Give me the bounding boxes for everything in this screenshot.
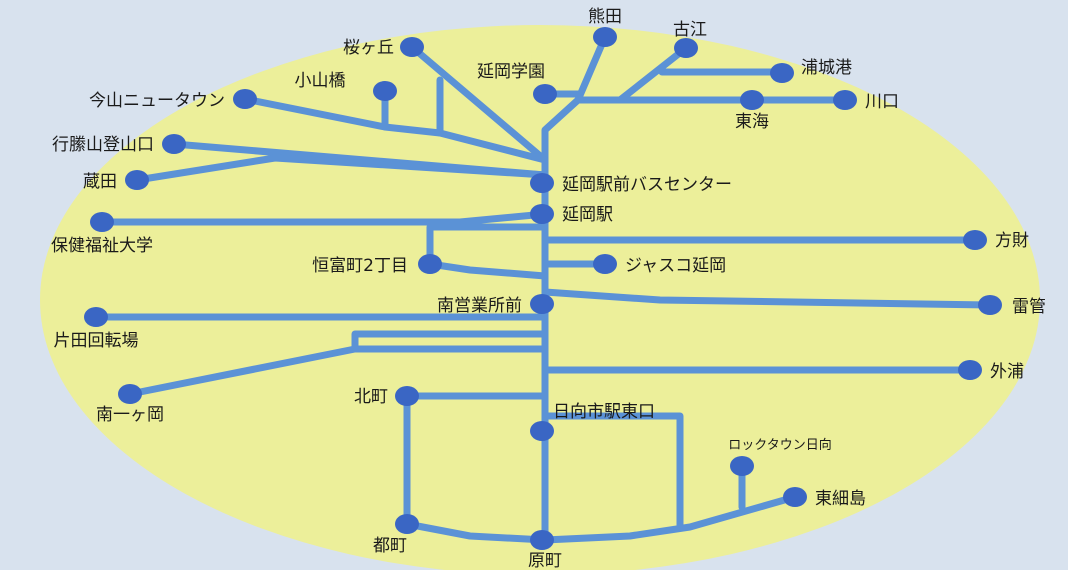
stop-furue[interactable] <box>674 38 698 58</box>
stop-nobeokagakuen[interactable] <box>533 84 557 104</box>
label-kurata: 蔵田 <box>83 172 117 192</box>
route-stops <box>84 27 1002 550</box>
route-tomimachi-south <box>426 260 549 280</box>
label-sotoura: 外浦 <box>990 362 1024 382</box>
label-rock-town-hyuuga: ロックタウン日向 <box>728 437 831 453</box>
label-houzai: 方財 <box>995 231 1029 251</box>
label-kawaguchi: 川口 <box>865 92 899 112</box>
stop-rock-town-hyuuga[interactable] <box>730 456 754 476</box>
stop-sakuragaoka[interactable] <box>400 37 424 57</box>
route-hoken <box>98 210 549 226</box>
label-urashirominato: 浦城港 <box>801 58 852 78</box>
route-kurata <box>133 154 549 184</box>
stop-nobeoka-station[interactable] <box>530 204 554 224</box>
stop-miyakomachi[interactable] <box>395 514 419 534</box>
route-sakuragaoka <box>408 43 549 164</box>
route-loop-west <box>351 330 549 353</box>
stop-jusco-nobeoka[interactable] <box>593 254 617 274</box>
label-toukai: 東海 <box>735 112 769 132</box>
label-nobeokagakuen: 延岡学園 <box>477 62 545 82</box>
label-imayama-newtown: 今山ニュータウン <box>89 91 225 111</box>
stop-bus-center[interactable] <box>530 173 554 193</box>
label-gyoutouzan-tozanguchi: 行縢山登山口 <box>52 135 154 155</box>
route-kumada <box>574 33 609 104</box>
label-koyamabashi: 小山橋 <box>295 71 346 91</box>
label-minami-eigyousho-mae: 南営業所前 <box>437 296 522 316</box>
stop-kitamachi[interactable] <box>395 386 419 406</box>
route-minami-ichigaoka <box>126 345 359 398</box>
label-sakuragaoka: 桜ヶ丘 <box>343 38 394 58</box>
stop-labels: 熊田 古江 桜ヶ丘 浦城港 小山橋 延岡学園 今山ニュータウン 川口 東海 行縢… <box>51 7 1046 570</box>
route-south-arc <box>403 493 799 544</box>
label-nobeoka-station: 延岡駅 <box>562 205 613 225</box>
stop-houzai[interactable] <box>963 230 987 250</box>
stop-haramachi[interactable] <box>530 530 554 550</box>
stop-kurata[interactable] <box>125 170 149 190</box>
label-katada-kaitenba: 片田回転場 <box>54 331 139 351</box>
stop-kumada[interactable] <box>593 27 617 47</box>
stop-koyamabashi[interactable] <box>373 81 397 101</box>
stop-tomimachi-2chome[interactable] <box>418 254 442 274</box>
stop-higashi-hosojima[interactable] <box>783 487 807 507</box>
label-kumada: 熊田 <box>588 7 622 27</box>
stop-imayama-newtown[interactable] <box>233 89 257 109</box>
label-bus-center: 延岡駅前バスセンター <box>562 175 732 195</box>
stop-toukai[interactable] <box>740 90 764 110</box>
label-higashi-hosojima: 東細島 <box>815 489 866 509</box>
route-imayama <box>241 95 549 164</box>
route-higashiguchi-loop <box>541 412 684 529</box>
label-hyuugashi-eki-higashiguchi: 日向市駅東口 <box>553 402 655 422</box>
label-furue: 古江 <box>673 20 707 40</box>
label-minami-ichigaoka: 南一ヶ岡 <box>96 405 164 425</box>
route-ikazuchi <box>541 288 994 309</box>
label-miyakomachi: 都町 <box>373 536 407 556</box>
stop-gyoutouzan-tozanguchi[interactable] <box>162 134 186 154</box>
stop-minami-ichigaoka[interactable] <box>118 384 142 404</box>
label-tomimachi-2chome: 恒富町2丁目 <box>312 256 408 276</box>
stop-ikazuchi[interactable] <box>978 295 1002 315</box>
route-lines <box>92 33 994 544</box>
label-kitamachi: 北町 <box>354 387 388 407</box>
label-hoken-fukushi-daigaku: 保健福祉大学 <box>51 236 153 256</box>
stop-urashirominato[interactable] <box>770 63 794 83</box>
stop-sotoura[interactable] <box>958 360 982 380</box>
stop-hoken-fukushi-daigaku[interactable] <box>90 212 114 232</box>
stop-hyuugashi-eki-higashiguchi[interactable] <box>530 421 554 441</box>
stop-katada-kaitenba[interactable] <box>84 307 108 327</box>
label-ikazuchi: 雷管 <box>1012 297 1046 317</box>
label-jusco-nobeoka: ジャスコ延岡 <box>625 256 726 276</box>
label-haramachi: 原町 <box>528 551 562 570</box>
stop-kawaguchi[interactable] <box>833 90 857 110</box>
stop-minami-eigyousho-mae[interactable] <box>530 294 554 314</box>
route-tomimachi <box>426 223 549 268</box>
